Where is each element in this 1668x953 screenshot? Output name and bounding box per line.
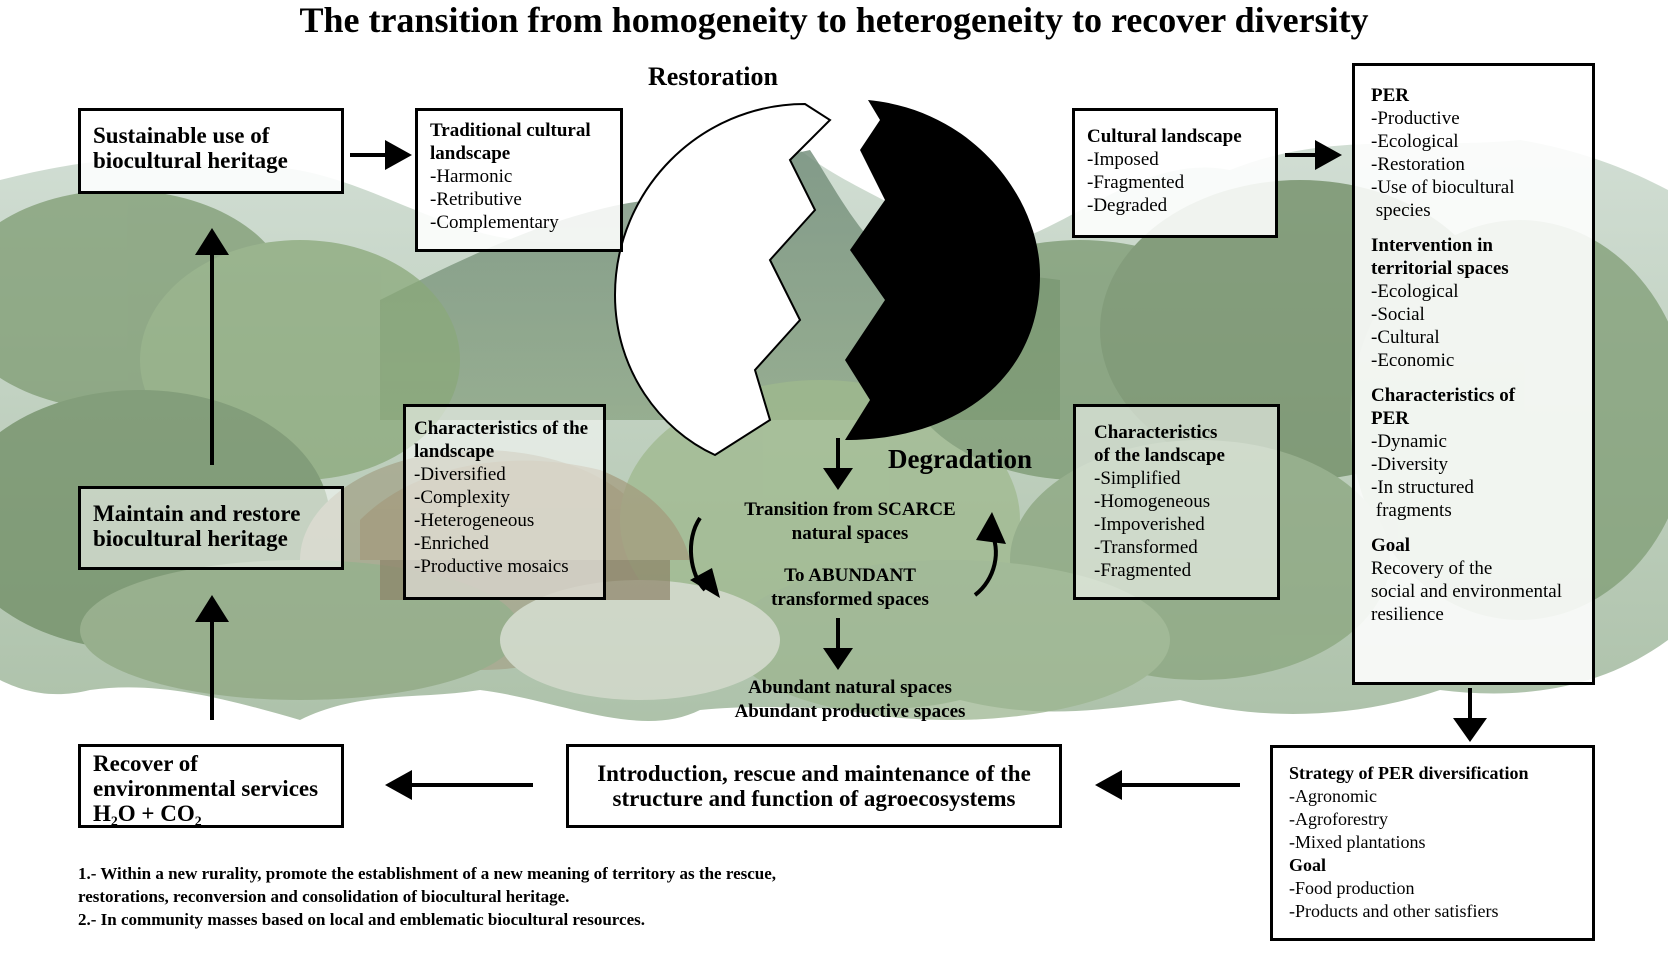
per-characteristics-item: -Dynamic bbox=[1371, 431, 1447, 452]
per-item: -Ecological bbox=[1371, 131, 1459, 152]
char-left-item: -Diversified bbox=[414, 464, 506, 485]
char-right-heading-1: Characteristics bbox=[1094, 422, 1218, 443]
char-left-item: -Enriched bbox=[414, 533, 489, 554]
char-right-item: -Fragmented bbox=[1094, 560, 1192, 581]
char-right-item: -Impoverished bbox=[1094, 514, 1205, 535]
arrows bbox=[195, 140, 1487, 800]
per-goal-item: resilience bbox=[1371, 604, 1444, 625]
footnotes: 1.- Within a new rurality, promote the e… bbox=[78, 862, 1058, 931]
intervention-item: -Social bbox=[1371, 304, 1425, 325]
char-right-item: -Homogeneous bbox=[1094, 491, 1211, 512]
strategy-item: -Agronomic bbox=[1289, 786, 1377, 806]
restoration-half-circle bbox=[613, 102, 832, 457]
char-left-heading-2: landscape bbox=[414, 441, 495, 462]
per-characteristics-heading-2: PER bbox=[1371, 408, 1409, 429]
strategy-goal-heading: Goal bbox=[1289, 855, 1327, 875]
traditional-heading-1: Traditional cultural bbox=[430, 120, 591, 141]
maintain-line-2: biocultural heritage bbox=[93, 526, 288, 551]
per-item: species bbox=[1371, 200, 1431, 221]
intervention-heading-1: Intervention in bbox=[1371, 235, 1493, 256]
footnote-line: 1.- Within a new rurality, promote the e… bbox=[78, 864, 777, 883]
intervention-item: -Cultural bbox=[1371, 327, 1440, 348]
recover-line-2: environmental services bbox=[93, 776, 319, 801]
maintain-line-1: Maintain and restore bbox=[93, 501, 301, 526]
per-item: -Restoration bbox=[1371, 154, 1465, 175]
per-box: PER -Productive -Ecological -Restoration… bbox=[1352, 63, 1595, 685]
traditional-landscape-box: Traditional cultural landscape -Harmonic… bbox=[415, 108, 623, 252]
sustainable-use-line-1: Sustainable use of bbox=[93, 123, 270, 148]
degradation-half-circle bbox=[845, 100, 1040, 440]
transition-scarce-label: Transition from SCARCE natural spaces bbox=[700, 498, 1000, 546]
transition-scarce-line-1: Transition from SCARCE bbox=[744, 499, 956, 520]
strategy-goal-item: -Food production bbox=[1289, 878, 1415, 898]
transition-scarce-line-2: natural spaces bbox=[791, 523, 909, 544]
per-goal-heading: Goal bbox=[1371, 535, 1411, 556]
sustainable-use-line-2: biocultural heritage bbox=[93, 148, 288, 173]
introduction-line-2: structure and function of agroecosystems bbox=[612, 786, 1016, 811]
traditional-item: -Harmonic bbox=[430, 166, 513, 187]
char-right-item: -Transformed bbox=[1094, 537, 1198, 558]
traditional-heading-2: landscape bbox=[430, 143, 511, 164]
footnote-line: 2.- In community masses based on local a… bbox=[78, 910, 645, 929]
abundant-transformed-line-2: transformed spaces bbox=[771, 589, 929, 610]
cultural-landscape-box: Cultural landscape -Imposed -Fragmented … bbox=[1072, 108, 1278, 238]
diagram-title: The transition from homogeneity to heter… bbox=[299, 0, 1369, 40]
per-item: -Productive bbox=[1371, 108, 1460, 129]
per-item: -Use of biocultural bbox=[1371, 177, 1515, 198]
degradation-label: Degradation bbox=[888, 444, 1032, 474]
strategy-item: -Mixed plantations bbox=[1289, 832, 1426, 852]
cultural-heading: Cultural landscape bbox=[1087, 126, 1242, 147]
maintain-restore-box: Maintain and restore biocultural heritag… bbox=[78, 486, 344, 570]
traditional-item: -Retributive bbox=[430, 189, 522, 210]
per-characteristics-item: -In structured bbox=[1371, 477, 1474, 498]
restoration-label: Restoration bbox=[648, 62, 778, 91]
char-right-item: -Simplified bbox=[1094, 468, 1181, 489]
intervention-item: -Ecological bbox=[1371, 281, 1459, 302]
sustainable-use-box: Sustainable use of biocultural heritage bbox=[78, 108, 344, 194]
per-characteristics-heading-1: Characteristics of bbox=[1371, 385, 1516, 406]
cultural-item: -Degraded bbox=[1087, 195, 1168, 216]
char-right-heading-2: of the landscape bbox=[1094, 445, 1225, 466]
per-heading: PER bbox=[1371, 85, 1409, 106]
char-left-item: -Productive mosaics bbox=[414, 556, 569, 577]
traditional-item: -Complementary bbox=[430, 212, 559, 233]
intervention-heading-2: territorial spaces bbox=[1371, 258, 1509, 279]
per-characteristics-item: fragments bbox=[1371, 500, 1452, 521]
characteristics-left-box: Characteristics of the landscape -Divers… bbox=[403, 404, 606, 600]
characteristics-right-box: Characteristics of the landscape -Simpli… bbox=[1073, 404, 1280, 600]
introduction-line-1: Introduction, rescue and maintenance of … bbox=[597, 761, 1031, 786]
abundant-productive-line: Abundant productive spaces bbox=[734, 701, 966, 722]
abundant-natural-line: Abundant natural spaces bbox=[748, 677, 952, 698]
strategy-box: Strategy of PER diversification -Agronom… bbox=[1270, 745, 1595, 941]
intervention-item: -Economic bbox=[1371, 350, 1455, 371]
cultural-item: -Fragmented bbox=[1087, 172, 1185, 193]
recover-line-1: Recover of bbox=[93, 751, 198, 776]
abundant-spaces-label: Abundant natural spaces Abundant product… bbox=[700, 676, 1000, 724]
char-left-item: -Heterogeneous bbox=[414, 510, 535, 531]
strategy-heading: Strategy of PER diversification bbox=[1289, 763, 1529, 783]
introduction-box: Introduction, rescue and maintenance of … bbox=[566, 744, 1062, 828]
per-goal-item: social and environmental bbox=[1371, 581, 1562, 602]
strategy-item: -Agroforestry bbox=[1289, 809, 1388, 829]
abundant-transformed-label: To ABUNDANT transformed spaces bbox=[700, 564, 1000, 612]
per-goal-item: Recovery of the bbox=[1371, 558, 1493, 579]
recover-services-box: Recover of environmental services H₂O + … bbox=[78, 744, 344, 828]
cultural-item: -Imposed bbox=[1087, 149, 1159, 170]
recover-line-3: H₂O + CO₂ bbox=[93, 801, 202, 826]
per-characteristics-item: -Diversity bbox=[1371, 454, 1449, 475]
char-left-item: -Complexity bbox=[414, 487, 511, 508]
abundant-transformed-line-1: To ABUNDANT bbox=[784, 565, 916, 586]
char-left-heading-1: Characteristics of the bbox=[414, 418, 589, 439]
strategy-goal-item: -Products and other satisfiers bbox=[1289, 901, 1499, 921]
footnote-line: restorations, reconversion and consolida… bbox=[78, 887, 570, 906]
